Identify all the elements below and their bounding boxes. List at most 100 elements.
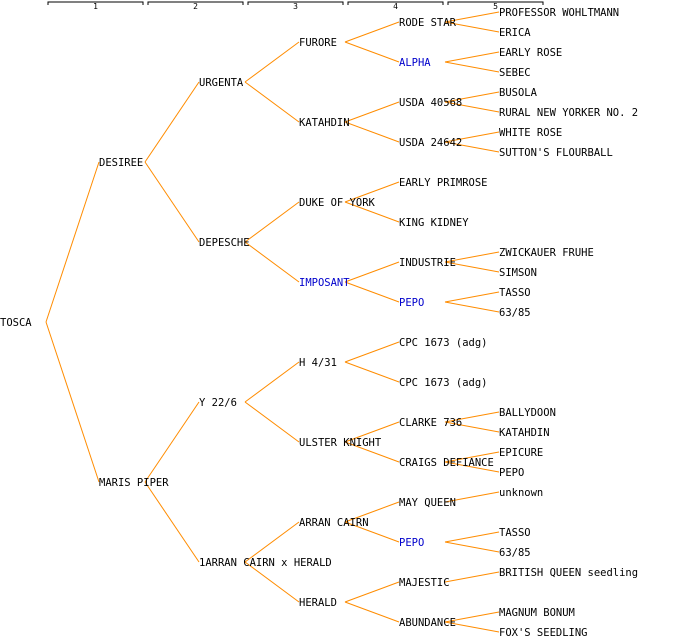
pedigree-link bbox=[444, 421, 500, 433]
variety-y-22-6: Y 22/6 bbox=[199, 397, 237, 409]
generation-bracket bbox=[247, 1, 344, 5]
pedigree-link bbox=[344, 281, 400, 303]
variety-king-kidney: KING KIDNEY bbox=[399, 217, 469, 229]
generation-label: 4 bbox=[393, 2, 398, 11]
variety-katahdin: KATAHDIN bbox=[299, 117, 350, 129]
generation-bracket bbox=[47, 1, 144, 5]
pedigree-link bbox=[444, 531, 500, 543]
pedigree-link bbox=[444, 491, 500, 503]
pedigree-link bbox=[344, 341, 400, 363]
pedigree-link bbox=[244, 361, 300, 403]
variety-usda-40568: USDA 40568 bbox=[399, 97, 462, 109]
variety-cpc-1673-adg: CPC 1673 (adg) bbox=[399, 377, 488, 389]
variety-epicure: EPICURE bbox=[499, 447, 543, 459]
variety-imposant: IMPOSANT bbox=[299, 277, 350, 289]
variety-may-queen: MAY QUEEN bbox=[399, 497, 456, 509]
pedigree-link bbox=[444, 141, 500, 153]
variety-sebec: SEBEC bbox=[499, 67, 531, 79]
pedigree-link bbox=[444, 61, 500, 73]
variety-urgenta: URGENTA bbox=[199, 77, 244, 89]
pedigree-link bbox=[244, 41, 300, 83]
generation-label: 2 bbox=[193, 2, 198, 11]
pedigree-link bbox=[444, 611, 500, 623]
pedigree-link bbox=[144, 401, 200, 483]
pedigree-link bbox=[344, 441, 400, 463]
pedigree-link bbox=[344, 421, 400, 443]
pedigree-link bbox=[444, 411, 500, 423]
pedigree-link bbox=[444, 621, 500, 633]
variety-british-queen-seedling: BRITISH QUEEN seedling bbox=[499, 567, 638, 579]
pedigree-link bbox=[344, 581, 400, 603]
generation-label: 3 bbox=[293, 2, 298, 11]
pedigree-link bbox=[444, 571, 500, 583]
variety-pepo: PEPO bbox=[399, 537, 424, 549]
pedigree-link bbox=[444, 21, 500, 33]
pedigree-link bbox=[144, 161, 200, 243]
pedigree-link bbox=[244, 521, 300, 563]
pedigree-link bbox=[45, 321, 100, 483]
pedigree-link bbox=[344, 181, 400, 203]
variety-desiree: DESIREE bbox=[99, 157, 143, 169]
pedigree-link bbox=[444, 301, 500, 313]
variety-ulster-knight: ULSTER KNIGHT bbox=[299, 437, 382, 449]
pedigree-link bbox=[444, 251, 500, 263]
variety-duke-of-york: DUKE OF YORK bbox=[299, 197, 376, 209]
variety-sutton-s-flourball: SUTTON'S FLOURBALL bbox=[499, 147, 613, 159]
variety-usda-24642: USDA 24642 bbox=[399, 137, 462, 149]
variety-magnum-bonum: MAGNUM BONUM bbox=[499, 607, 575, 619]
root-variety: TOSCA bbox=[0, 317, 32, 329]
generation-label: 1 bbox=[93, 2, 98, 11]
variety-early-primrose: EARLY PRIMROSE bbox=[399, 177, 488, 189]
pedigree-link bbox=[244, 401, 300, 443]
variety-tasso: TASSO bbox=[499, 527, 531, 539]
variety-ballydoon: BALLYDOON bbox=[499, 407, 556, 419]
variety-industrie: INDUSTRIE bbox=[399, 257, 456, 269]
pedigree-link bbox=[244, 81, 300, 123]
variety-zwickauer-fruhe: ZWICKAUER FRUHE bbox=[499, 247, 594, 259]
variety-erica: ERICA bbox=[499, 27, 531, 39]
pedigree-link bbox=[444, 261, 500, 273]
pedigree-link bbox=[244, 201, 300, 243]
pedigree-link bbox=[344, 521, 400, 543]
pedigree-link bbox=[444, 451, 500, 463]
generation-header: 1 2 3 4 5 bbox=[47, 1, 544, 11]
variety-cpc-1673-adg: CPC 1673 (adg) bbox=[399, 337, 488, 349]
variety-1arran-cairn-x-herald: 1ARRAN CAIRN x HERALD bbox=[199, 557, 332, 569]
pedigree-edges bbox=[45, 11, 500, 633]
variety-unknown: unknown bbox=[499, 487, 543, 499]
variety-rural-new-yorker-no-2: RURAL NEW YORKER NO. 2 bbox=[499, 107, 638, 119]
pedigree-link bbox=[344, 41, 400, 63]
pedigree-link bbox=[144, 81, 200, 163]
variety-abundance: ABUNDANCE bbox=[399, 617, 456, 629]
pedigree-link bbox=[444, 131, 500, 143]
pedigree-link bbox=[444, 51, 500, 63]
pedigree-link bbox=[444, 101, 500, 113]
variety-fox-s-seedling: FOX'S SEEDLING bbox=[499, 627, 588, 639]
pedigree-link bbox=[244, 561, 300, 603]
variety-alpha: ALPHA bbox=[399, 57, 431, 69]
pedigree-link bbox=[344, 361, 400, 383]
pedigree-link bbox=[344, 21, 400, 43]
variety-simson: SIMSON bbox=[499, 267, 537, 279]
variety-professor-wohltmann: PROFESSOR WOHLTMANN bbox=[499, 7, 619, 19]
pedigree-link bbox=[344, 601, 400, 623]
pedigree-link bbox=[45, 161, 100, 323]
variety-pepo: PEPO bbox=[399, 297, 424, 309]
pedigree-link bbox=[344, 261, 400, 283]
variety-h-4-31: H 4/31 bbox=[299, 357, 337, 369]
variety-white-rose: WHITE ROSE bbox=[499, 127, 562, 139]
generation-bracket bbox=[147, 1, 244, 5]
pedigree-link bbox=[444, 541, 500, 553]
variety-arran-cairn: ARRAN CAIRN bbox=[299, 517, 369, 529]
pedigree-link bbox=[344, 121, 400, 143]
pedigree-link bbox=[344, 101, 400, 123]
variety-early-rose: EARLY ROSE bbox=[499, 47, 562, 59]
variety-tasso: TASSO bbox=[499, 287, 531, 299]
generation-bracket bbox=[347, 1, 444, 5]
generation-bracket bbox=[447, 1, 544, 5]
variety-depesche: DEPESCHE bbox=[199, 237, 250, 249]
pedigree-link bbox=[344, 201, 400, 223]
variety-63-85: 63/85 bbox=[499, 307, 531, 319]
generation-label: 5 bbox=[493, 2, 498, 11]
